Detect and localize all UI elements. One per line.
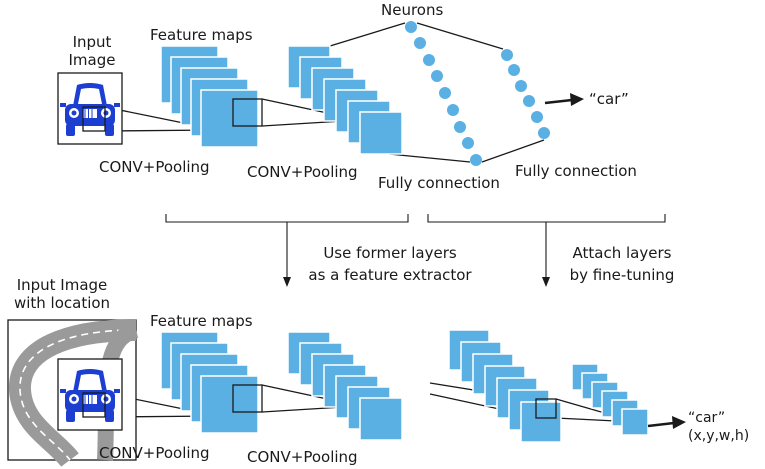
arrow-right-icon bbox=[544, 98, 573, 105]
car-windshield bbox=[78, 374, 102, 390]
neuron bbox=[405, 21, 417, 33]
feature-extractor-line1: Use former layers bbox=[323, 244, 457, 262]
car-headlight-left-inner bbox=[71, 396, 77, 402]
top-feature-maps-label: Feature maps bbox=[150, 26, 253, 44]
feature-map bbox=[359, 397, 403, 441]
top-fc2-connector-upper bbox=[416, 22, 504, 50]
car-wheel-left bbox=[66, 410, 75, 422]
brace-line bbox=[427, 214, 666, 223]
bottom-conv2-stack bbox=[287, 331, 403, 441]
top-output-label: “car” bbox=[589, 90, 629, 108]
top-fc1-connector-upper bbox=[329, 22, 406, 47]
fine-tuning-line1: Attach layers bbox=[572, 244, 672, 262]
arrow-right-icon bbox=[647, 421, 675, 428]
fine-tuning-label: Attach layers by fine-tuning bbox=[557, 244, 687, 284]
fine-tune-window bbox=[535, 398, 557, 419]
arrows bbox=[283, 93, 686, 429]
feature-map bbox=[621, 408, 649, 436]
neuron bbox=[462, 137, 474, 149]
bottom-input-label-line2: with location bbox=[13, 294, 111, 312]
bottom-conv1-stack bbox=[160, 331, 259, 434]
neuron bbox=[439, 87, 451, 99]
neuron bbox=[454, 121, 466, 133]
car-headlight-left-inner bbox=[71, 110, 77, 116]
input-images bbox=[7, 72, 139, 468]
top-input-label-line2: Image bbox=[68, 51, 116, 69]
feature-extractor-line2: as a feature extractor bbox=[308, 266, 472, 284]
car-mirror-right bbox=[114, 389, 120, 393]
bottom-feature-maps-label: Feature maps bbox=[150, 312, 253, 330]
neuron-columns bbox=[405, 21, 550, 166]
top-conv1-label: CONV+Pooling bbox=[99, 158, 210, 176]
car-headlight-right-inner bbox=[103, 396, 109, 402]
top-conv1-stack bbox=[160, 45, 259, 148]
top-conv1-window bbox=[232, 98, 263, 127]
car-icon bbox=[60, 83, 120, 136]
top-fc1-connector-lower bbox=[388, 153, 471, 163]
neuron bbox=[508, 64, 520, 76]
top-fc2-label: Fully connection bbox=[515, 162, 637, 180]
neurons-label: Neurons bbox=[381, 1, 444, 19]
top-conv2-label: CONV+Pooling bbox=[247, 163, 358, 181]
arrow-down-icon bbox=[542, 277, 550, 287]
fine-tune-stack-2 bbox=[571, 363, 649, 436]
bottom-conv1-label: CONV+Pooling bbox=[99, 444, 210, 462]
car-wheel-right bbox=[105, 124, 114, 136]
bottom-input-label-line1: Input Image bbox=[16, 276, 108, 294]
bottom-output-label-line1: “car” bbox=[688, 410, 726, 426]
neuron bbox=[447, 104, 459, 116]
neuron bbox=[538, 127, 550, 139]
fine-tuning-brace bbox=[427, 214, 666, 223]
car-mirror-left bbox=[60, 389, 66, 393]
car-mirror-left bbox=[60, 103, 66, 107]
feature-extractor-label: Use former layers as a feature extractor bbox=[290, 244, 490, 284]
car-wheel-right bbox=[105, 410, 114, 422]
neuron bbox=[501, 49, 513, 61]
car-grille bbox=[83, 109, 97, 118]
car-icon bbox=[60, 369, 120, 422]
neuron bbox=[531, 111, 543, 123]
bottom-input-label: Input Image with location bbox=[0, 276, 124, 312]
top-input-label: Input Image bbox=[62, 33, 122, 69]
neuron bbox=[431, 70, 443, 82]
receptive-field-overlays bbox=[232, 98, 557, 419]
bottom-conv2-label: CONV+Pooling bbox=[247, 448, 358, 466]
arrow-right-icon bbox=[672, 416, 686, 429]
road-lane-marking bbox=[19, 329, 137, 461]
bottom-output-label-line2: (x,y,w,h) bbox=[688, 428, 750, 444]
car-wheel-left bbox=[66, 124, 75, 136]
neuron bbox=[515, 80, 527, 92]
top-fc2-connector-lower bbox=[481, 139, 545, 163]
neuron bbox=[414, 37, 426, 49]
top-input-label-line1: Input bbox=[72, 33, 112, 51]
feature-map bbox=[520, 401, 562, 443]
fine-tune-stack-1 bbox=[448, 329, 562, 443]
arrow-down-icon bbox=[283, 277, 291, 287]
car-mirror-right bbox=[114, 103, 120, 107]
bottom-output-label: “car” (x,y,w,h) bbox=[688, 409, 749, 445]
car-grille bbox=[83, 395, 97, 404]
bottom-conv1-window bbox=[232, 384, 263, 413]
top-input-image bbox=[57, 72, 123, 145]
feature-map-stacks bbox=[160, 45, 649, 443]
brace-line bbox=[165, 214, 409, 223]
feature-map bbox=[359, 111, 403, 155]
car-windshield bbox=[78, 88, 102, 104]
fine-tuning-line2: by fine-tuning bbox=[569, 266, 675, 284]
top-input-receptive-box bbox=[82, 106, 106, 132]
arrow-right-icon bbox=[570, 93, 584, 106]
bottom-input-receptive-box bbox=[82, 392, 106, 418]
neuron bbox=[470, 154, 482, 166]
neuron bbox=[423, 54, 435, 66]
top-conv2-stack bbox=[287, 45, 403, 155]
bottom-input-image bbox=[7, 319, 139, 468]
feature-extractor-brace bbox=[165, 214, 409, 223]
top-fc1-label: Fully connection bbox=[378, 174, 500, 192]
car-headlight-right-inner bbox=[103, 110, 109, 116]
neuron bbox=[523, 95, 535, 107]
